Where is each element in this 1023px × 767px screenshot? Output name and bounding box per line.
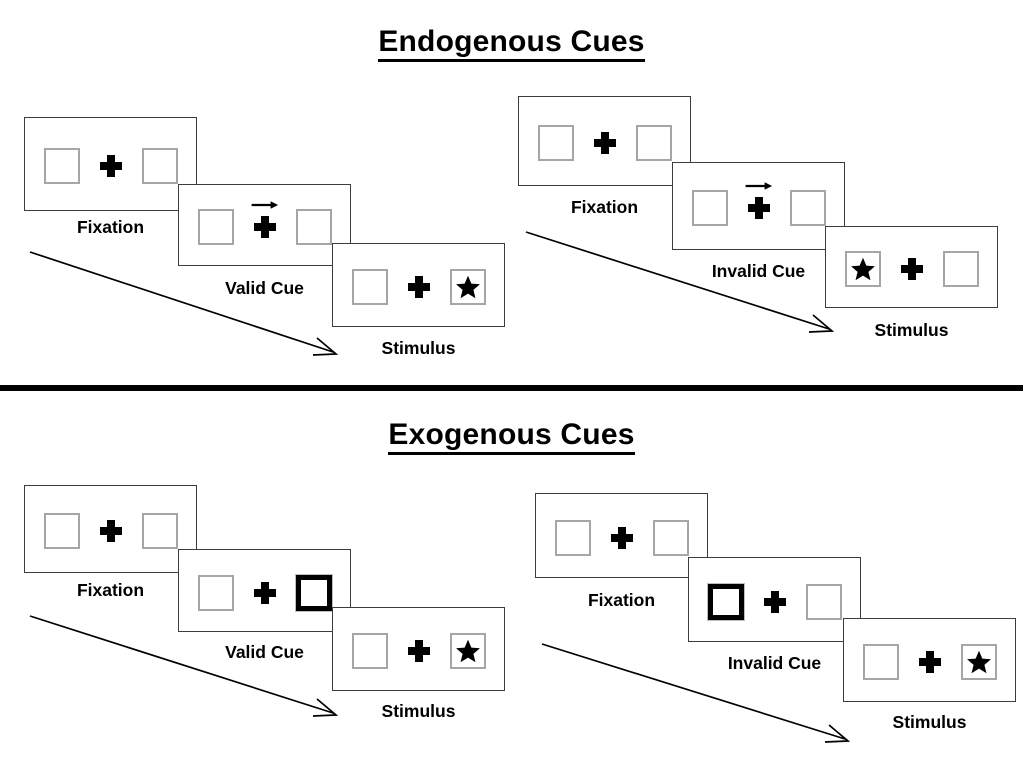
cued-box-right: [294, 573, 333, 612]
caption-endogenous-invalid-cue: Invalid Cue: [672, 261, 845, 282]
caption-endogenous-valid-fixation: Fixation: [24, 217, 197, 238]
caption-exogenous-invalid-stimulus: Stimulus: [843, 712, 1016, 733]
caption-text: Fixation: [76, 580, 145, 600]
panel-endogenous-invalid-stimulus[interactable]: [825, 226, 998, 308]
placeholder-box-left: [43, 513, 80, 549]
caption-text: Valid Cue: [225, 278, 304, 298]
panel-exogenous-invalid-stimulus[interactable]: [843, 618, 1016, 702]
plus-icon: [407, 276, 430, 298]
plus-icon: [407, 640, 430, 662]
panel-exogenous-valid-stimulus[interactable]: [332, 607, 505, 691]
placeholder-box-right: [942, 251, 979, 287]
caption-exogenous-valid-cue: Valid Cue: [178, 642, 351, 663]
caption-endogenous-invalid-fixation: Fixation: [518, 197, 691, 218]
panel-endogenous-valid-cue[interactable]: [178, 184, 351, 266]
placeholder-box-left: [197, 574, 234, 611]
panel-exogenous-invalid-cue[interactable]: [688, 557, 861, 642]
section-title-exogenous: Exogenous Cues: [0, 418, 1023, 455]
caption-text: Valid Cue: [225, 642, 304, 662]
plus-icon: [610, 526, 633, 549]
arrow-right-icon: [745, 182, 772, 190]
section-divider: [0, 385, 1023, 391]
panel-endogenous-valid-stimulus[interactable]: [332, 243, 505, 327]
caption-text: Stimulus: [874, 320, 949, 340]
fixation-cross-wrap: [251, 201, 278, 238]
fixation-cross-wrap: [407, 640, 430, 662]
placeholder-box-left: [537, 125, 574, 161]
plus-icon: [253, 216, 276, 238]
plus-icon: [918, 651, 941, 673]
placeholder-box-right: [805, 583, 842, 620]
time-arrow-exogenous-valid: [29, 615, 339, 717]
plus-icon: [763, 590, 786, 613]
time-arrow-endogenous-invalid: [525, 231, 835, 333]
fixation-cross-wrap: [253, 581, 276, 604]
placeholder-box-right: [789, 190, 826, 226]
fixation-cross-wrap: [593, 132, 616, 154]
target-box-left: [844, 251, 881, 287]
section-title-exogenous-text: Exogenous Cues: [388, 418, 635, 455]
fixation-cross-wrap: [407, 276, 430, 298]
plus-icon: [99, 520, 122, 542]
panel-endogenous-invalid-cue[interactable]: [672, 162, 845, 250]
fixation-cross-wrap: [745, 182, 772, 219]
plus-icon: [900, 258, 923, 280]
target-box-right: [960, 644, 997, 680]
target-box-right: [449, 269, 486, 305]
cued-box-left: [706, 582, 745, 621]
placeholder-box-left: [691, 190, 728, 226]
fixation-cross-wrap: [763, 590, 786, 613]
plus-icon: [99, 155, 122, 177]
caption-text: Fixation: [587, 590, 656, 610]
caption-endogenous-valid-cue: Valid Cue: [178, 278, 351, 299]
panel-endogenous-invalid-fixation[interactable]: [518, 96, 691, 186]
panel-exogenous-valid-cue[interactable]: [178, 549, 351, 632]
star-icon: [966, 650, 991, 674]
star-icon: [850, 257, 875, 281]
caption-endogenous-invalid-stimulus: Stimulus: [825, 320, 998, 341]
plus-icon: [253, 581, 276, 604]
caption-text: Fixation: [570, 197, 639, 217]
time-arrow-endogenous-valid: [29, 251, 339, 356]
caption-text: Fixation: [76, 217, 145, 237]
caption-text: Stimulus: [381, 338, 456, 358]
fixation-cross-wrap: [610, 526, 633, 549]
section-title-endogenous-text: Endogenous Cues: [378, 25, 645, 62]
time-arrow-exogenous-invalid: [541, 643, 851, 743]
caption-text: Stimulus: [892, 712, 967, 732]
target-box-right: [449, 633, 486, 669]
arrow-right-icon: [251, 201, 278, 209]
caption-exogenous-valid-stimulus: Stimulus: [332, 701, 505, 722]
caption-text: Invalid Cue: [711, 261, 806, 281]
placeholder-box-left: [43, 148, 80, 184]
panel-exogenous-invalid-fixation[interactable]: [535, 493, 708, 578]
panel-endogenous-valid-fixation[interactable]: [24, 117, 197, 211]
caption-exogenous-invalid-fixation: Fixation: [535, 590, 708, 611]
section-title-endogenous: Endogenous Cues: [0, 25, 1023, 62]
star-icon: [455, 275, 480, 299]
caption-text: Stimulus: [381, 701, 456, 721]
caption-exogenous-invalid-cue: Invalid Cue: [688, 653, 861, 674]
caption-text: Invalid Cue: [727, 653, 822, 673]
fixation-cross-wrap: [918, 651, 941, 673]
caption-endogenous-valid-stimulus: Stimulus: [332, 338, 505, 359]
placeholder-box-right: [652, 519, 689, 556]
placeholder-box-left: [197, 209, 234, 245]
placeholder-box-left: [351, 633, 388, 669]
placeholder-box-right: [295, 209, 332, 245]
fixation-cross-wrap: [99, 520, 122, 542]
placeholder-box-left: [862, 644, 899, 680]
panel-exogenous-valid-fixation[interactable]: [24, 485, 197, 573]
caption-exogenous-valid-fixation: Fixation: [24, 580, 197, 601]
star-icon: [455, 639, 480, 663]
placeholder-box-right: [141, 148, 178, 184]
fixation-cross-wrap: [99, 155, 122, 177]
fixation-cross-wrap: [900, 258, 923, 280]
placeholder-box-left: [554, 519, 591, 556]
placeholder-box-right: [141, 513, 178, 549]
placeholder-box-left: [351, 269, 388, 305]
placeholder-box-right: [635, 125, 672, 161]
plus-icon: [747, 197, 770, 219]
plus-icon: [593, 132, 616, 154]
